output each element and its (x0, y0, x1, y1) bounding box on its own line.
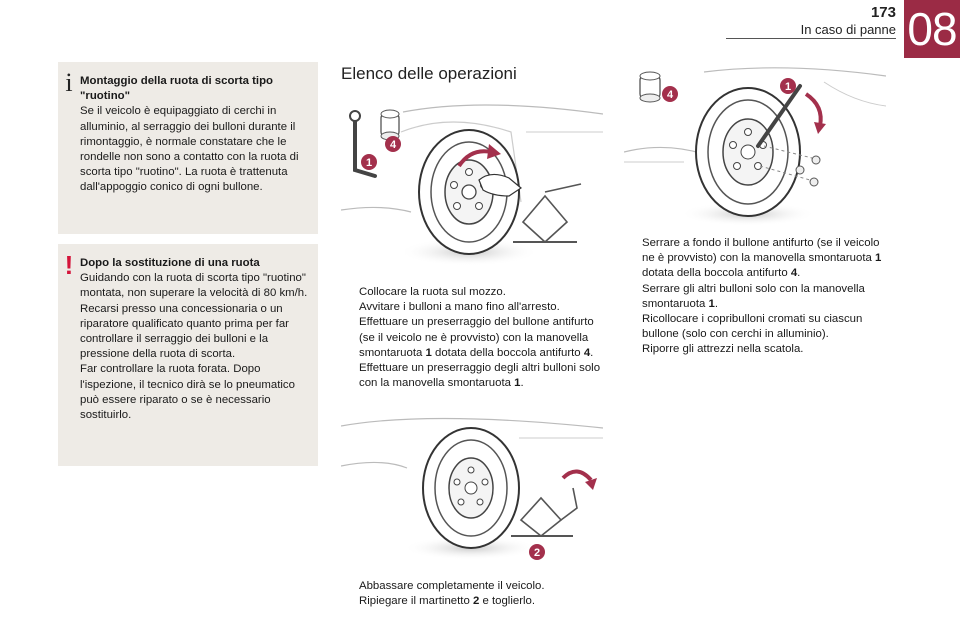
step-item: Avvitare i bulloni a mano fino all'arres… (341, 300, 603, 315)
step-item: Abbassare completamente il veicolo. (341, 579, 603, 594)
chapter-title: In caso di panne (800, 22, 896, 37)
step-item: Riporre gli attrezzi nella scatola. (624, 342, 886, 357)
step-item: Effettuare un preserraggio del bullone a… (341, 315, 603, 361)
step-item: Ricollocare i copribulloni cromati su ci… (624, 312, 886, 342)
illustration-lower-vehicle: 2 (341, 408, 603, 568)
info-box-content: Montaggio della ruota di scorta tipo "ru… (80, 74, 310, 196)
step-text: 4 (583, 346, 591, 359)
warning-box-title: Dopo la sostituzione di una ruota (80, 257, 260, 269)
step-item: Collocare la ruota sul mozzo. (341, 285, 603, 300)
header-rule (726, 38, 896, 39)
wheel-fit-drawing: 4 1 (341, 104, 603, 266)
page-number: 173 (870, 4, 896, 21)
step-text: e toglierlo. (479, 595, 536, 608)
step-text: Serrare a fondo il bullone antifurto (se… (642, 237, 880, 265)
step-text: Effettuare un preserraggio degli altri b… (359, 362, 601, 390)
warning-box: ! Dopo la sostituzione di una ruota Guid… (58, 244, 318, 466)
svg-text:4: 4 (390, 139, 397, 151)
step-text: Ricollocare i copribulloni cromati su ci… (642, 313, 863, 341)
svg-text:1: 1 (366, 157, 372, 169)
warning-box-body: Guidando con la ruota di scorta tipo "ru… (80, 272, 308, 361)
step-text: Avvitare i bulloni a mano fino all'arres… (359, 301, 560, 314)
step-text: Abbassare completamente il veicolo. (359, 580, 545, 592)
step-item: Effettuare un preserraggio degli altri b… (341, 361, 603, 391)
warning-box-body2: Far controllare la ruota forata. Dopo l'… (80, 363, 295, 422)
info-icon: i (65, 68, 73, 97)
step-text: 1 (425, 346, 432, 359)
svg-text:4: 4 (667, 89, 674, 101)
info-box: i Montaggio della ruota di scorta tipo "… (58, 62, 318, 234)
tighten-drawing: 4 1 (624, 67, 886, 226)
section-title: Elenco delle operazioni (341, 64, 517, 83)
chapter-tab: 08 (904, 0, 960, 58)
step-text: 1 (708, 297, 715, 310)
illustration-fit-wheel: 4 1 (341, 92, 603, 272)
step-text: 1 (514, 377, 521, 390)
step-text: 1 (875, 252, 882, 265)
svg-text:2: 2 (534, 547, 540, 559)
callout-wrench: 1 (361, 154, 377, 170)
step-item: Serrare a fondo il bullone antifurto (se… (624, 236, 886, 282)
info-box-title-line2: "ruotino" (80, 90, 131, 103)
lower-vehicle-drawing: 2 (341, 417, 603, 560)
callout-wrench-2: 1 (780, 78, 796, 94)
step-text: Ripiegare il martinetto (359, 595, 473, 608)
warning-box-content: Dopo la sostituzione di una ruota Guidan… (80, 256, 310, 423)
step-text: Riporre gli attrezzi nella scatola. (642, 343, 804, 356)
svg-text:1: 1 (785, 81, 791, 93)
callout-socket-2: 4 (662, 86, 678, 102)
info-box-body: Se il veicolo è equipaggiato di cerchi i… (80, 105, 299, 194)
step-text: Collocare la ruota sul mozzo. (359, 286, 506, 298)
step-text: . (797, 267, 801, 280)
warning-icon: ! (64, 250, 74, 280)
callout-socket: 4 (385, 136, 401, 152)
callout-jack: 2 (529, 544, 545, 560)
step-text: Serrare gli altri bulloni solo con la ma… (642, 282, 865, 310)
step-text: . (520, 377, 524, 390)
steps-list-fit: Collocare la ruota sul mozzo. Avvitare i … (341, 285, 603, 391)
step-text: . (590, 346, 594, 359)
steps-list-lower: Abbassare completamente il veicolo. Ripie… (341, 579, 603, 609)
illustration-tighten: 4 1 (624, 62, 886, 230)
step-text: . (714, 297, 718, 310)
step-text: 2 (472, 595, 480, 608)
step-text: dotata della boccola antifurto (431, 346, 584, 359)
step-text: dotata della boccola antifurto (642, 267, 791, 280)
step-text: 4 (790, 267, 798, 280)
step-text: Effettuare un preserraggio del bullone a… (359, 316, 594, 359)
info-box-title: Montaggio della ruota di scorta tipo (80, 75, 274, 87)
step-item: Serrare gli altri bulloni solo con la ma… (624, 282, 886, 312)
steps-list-tighten: Serrare a fondo il bullone antifurto (se… (624, 236, 886, 358)
step-item: Ripiegare il martinetto 2 e toglierlo. (341, 594, 603, 609)
